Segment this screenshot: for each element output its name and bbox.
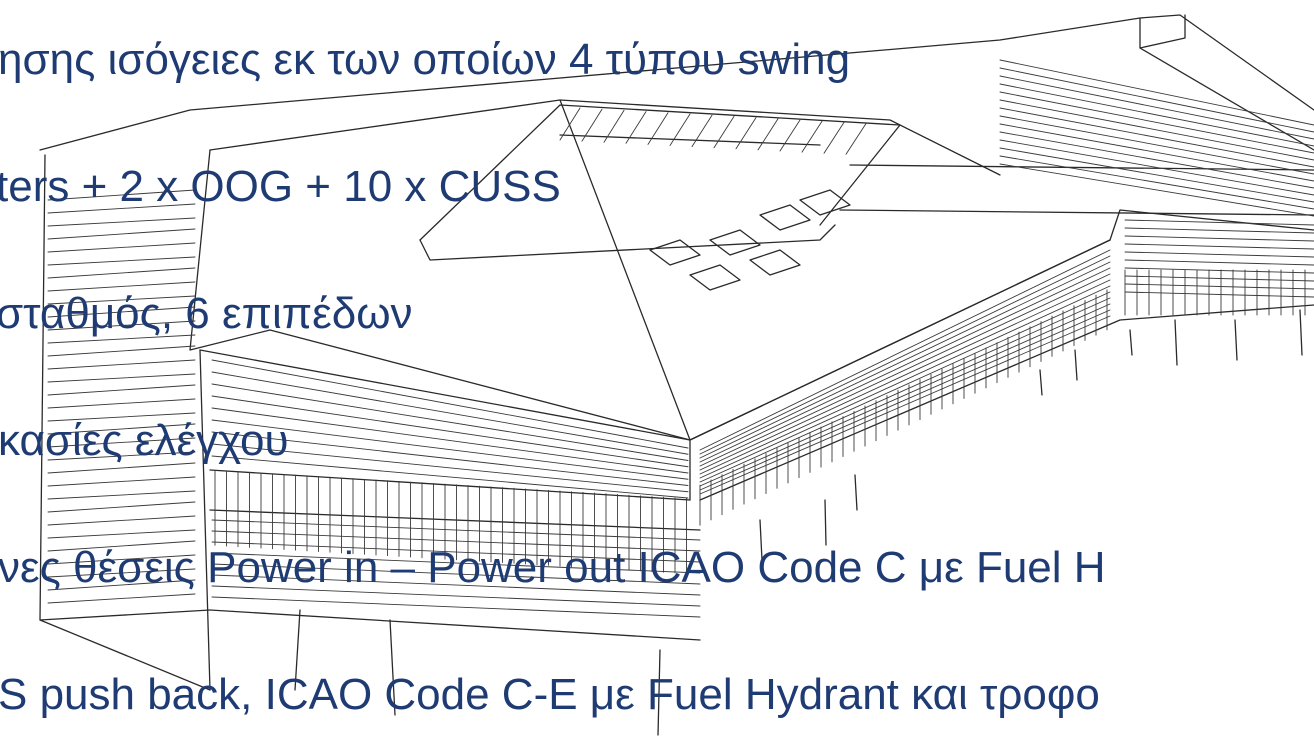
text-line-3: σταθμός, 6 επιπέδων [0, 289, 413, 338]
text-line-1: ησης ισόγειες εκ των οποίων 4 τύπου swin… [0, 35, 851, 84]
text-line-5: νες θέσεις Power in – Power out ICAO Cod… [0, 543, 1106, 592]
text-line-6: S push back, ICAO Code C-E με Fuel Hydra… [0, 670, 1100, 719]
text-line-2: ters + 2 x OOG + 10 x CUSS [0, 162, 561, 211]
text-line-4: κασίες ελέγχου [0, 416, 289, 465]
